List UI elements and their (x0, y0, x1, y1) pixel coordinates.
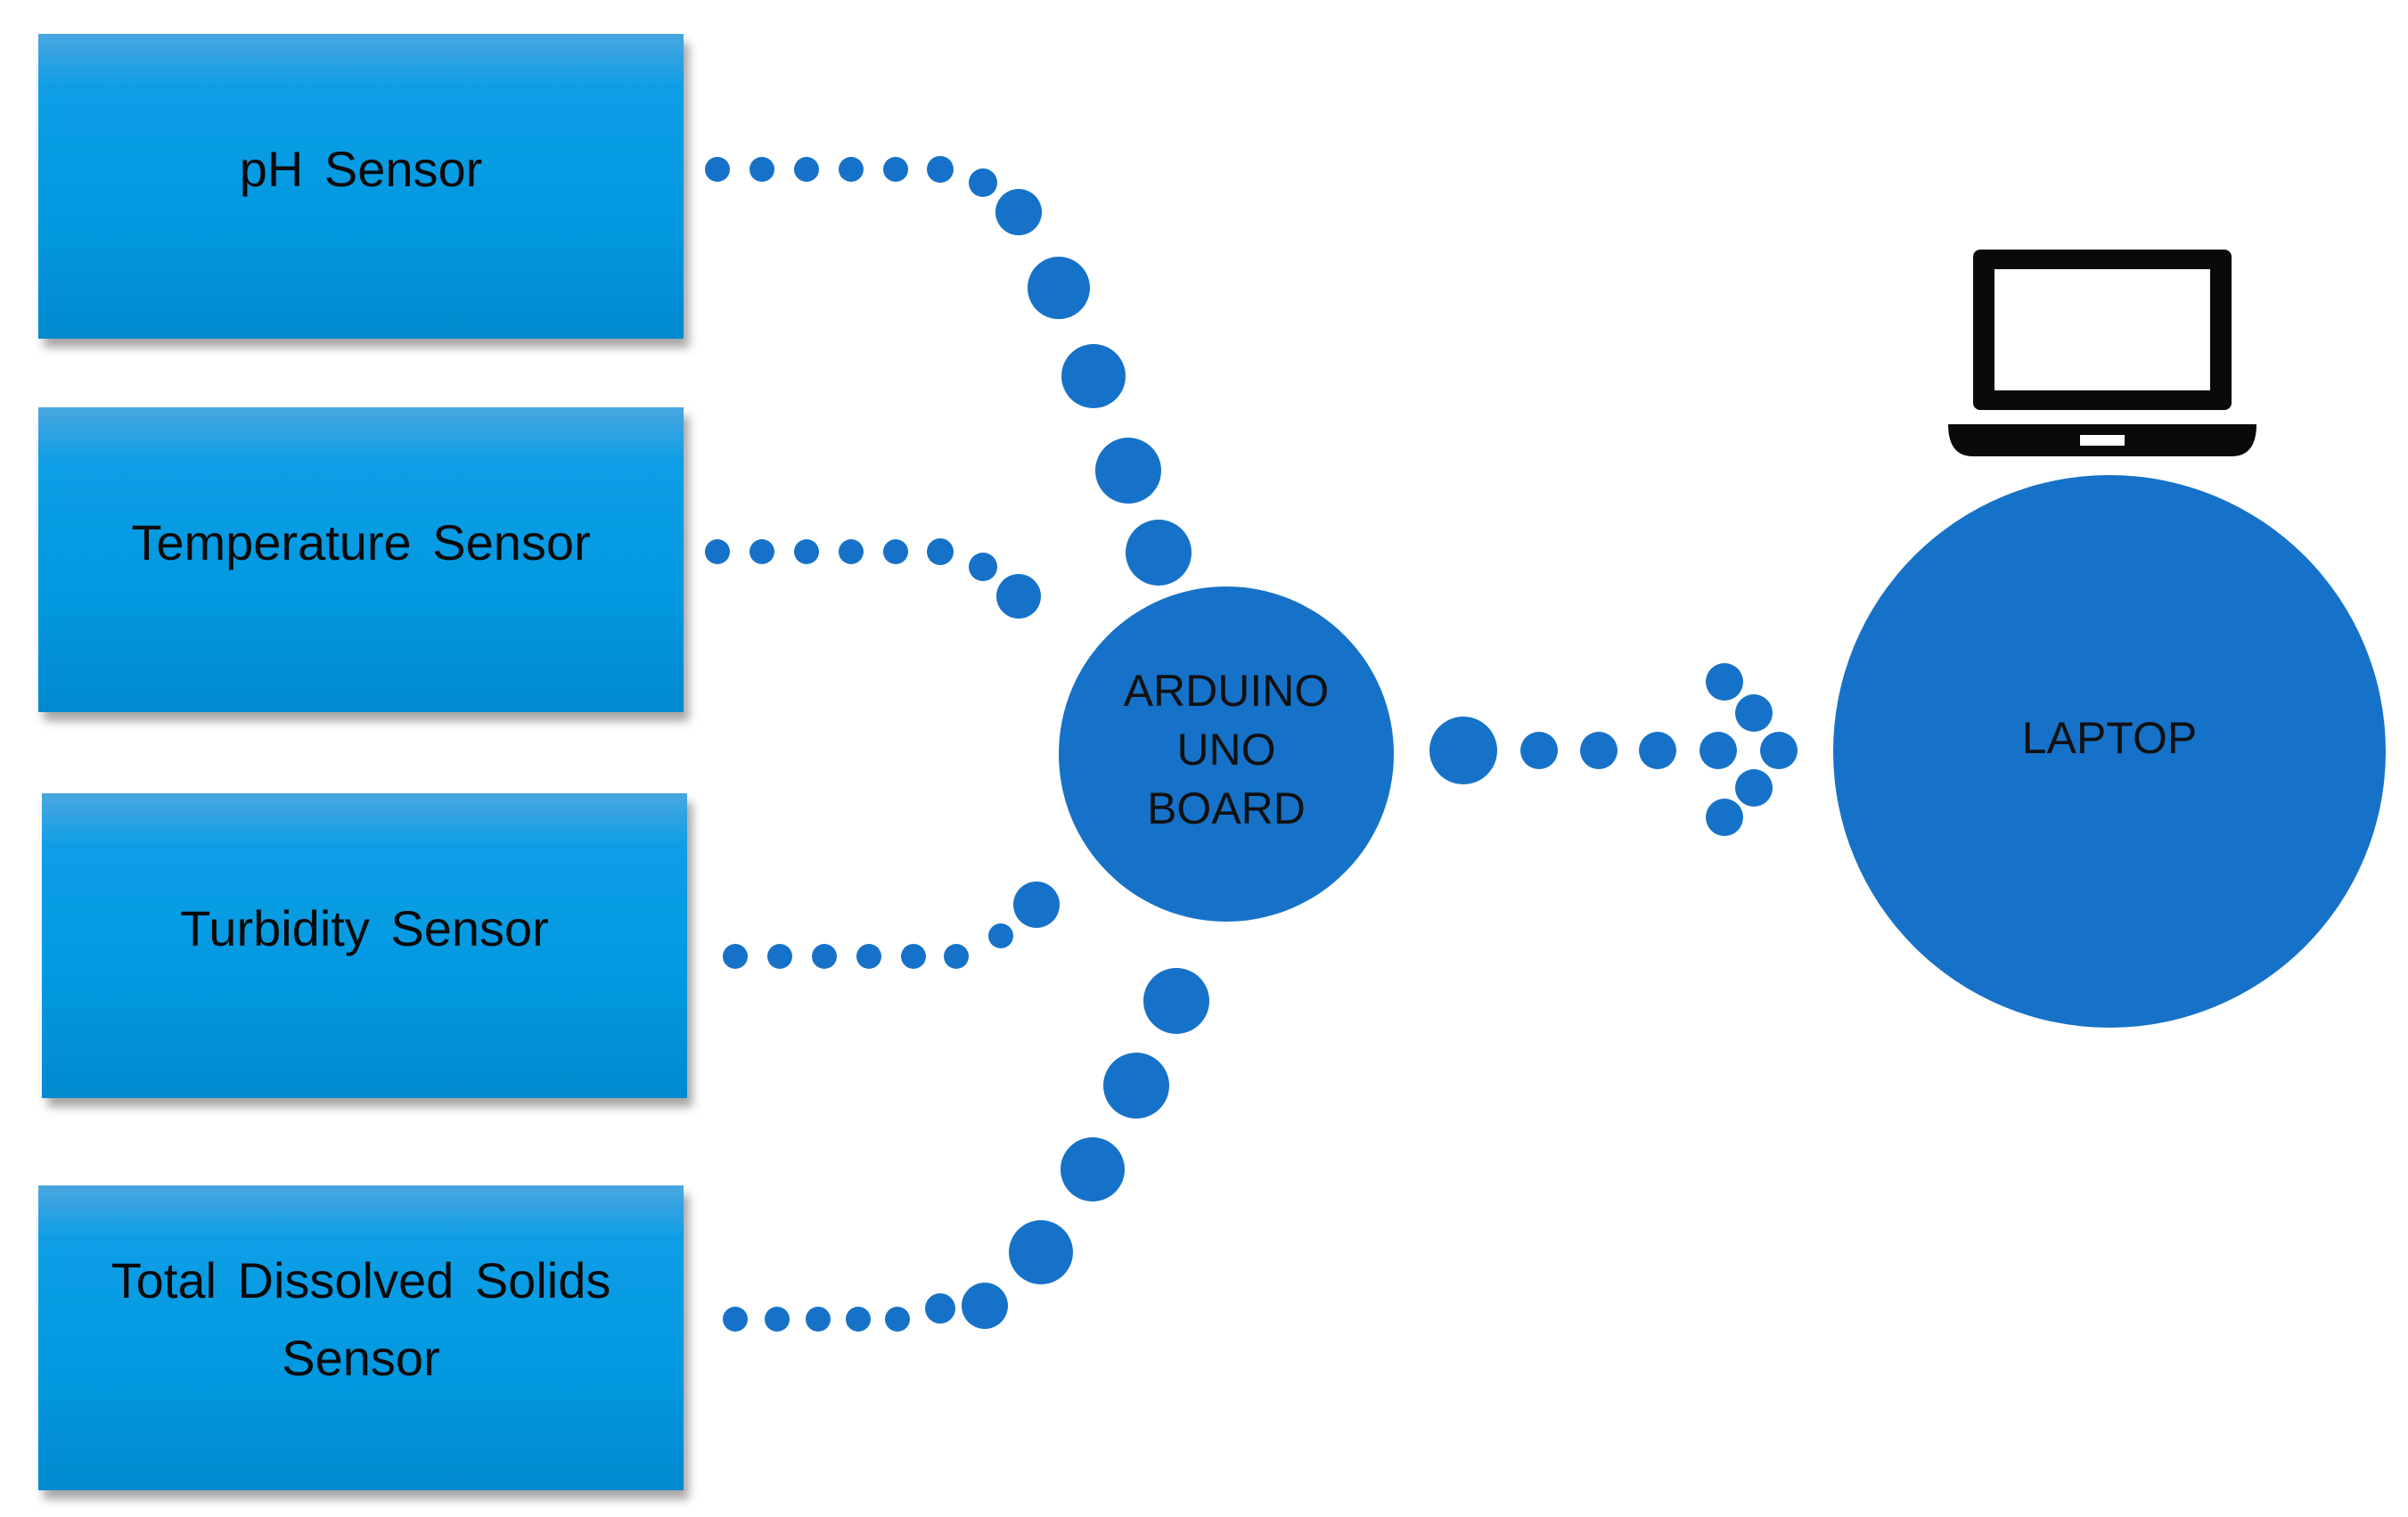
temperature-connector (705, 538, 1041, 619)
arduino-label-line1: ARDUINO (1123, 666, 1330, 716)
arduino-label-line3: BOARD (1147, 783, 1306, 833)
ph-sensor-label: pH Sensor (239, 140, 483, 197)
ph-sensor-box: pH Sensor (38, 34, 684, 339)
temperature-sensor-label: Temperature Sensor (131, 513, 591, 570)
tds-sensor-box: Total Dissolved Solids Sensor (38, 1185, 684, 1490)
ph-connector (705, 156, 1192, 586)
tds-sensor-label-line1: Total Dissolved Solids (111, 1252, 611, 1309)
tds-connector (723, 968, 1209, 1332)
temperature-sensor-box: Temperature Sensor (38, 407, 684, 712)
turbidity-sensor-box: Turbidity Sensor (42, 793, 687, 1098)
turbidity-sensor-label: Turbidity Sensor (180, 899, 549, 956)
arduino-to-laptop-arrow (1429, 663, 1798, 836)
arduino-uno-board-node: ARDUINO UNO BOARD (1059, 586, 1394, 922)
arduino-label-line2: UNO (1176, 725, 1276, 775)
laptop-label: LAPTOP (2021, 713, 2198, 763)
laptop-node: LAPTOP (1833, 475, 2386, 1028)
tds-sensor-label: Total Dissolved Solids Sensor (111, 1242, 611, 1398)
arduino-label: ARDUINO UNO BOARD (1124, 661, 1330, 838)
tds-sensor-label-line2: Sensor (282, 1330, 440, 1386)
turbidity-connector (723, 882, 1060, 969)
laptop-icon (1948, 250, 2256, 456)
